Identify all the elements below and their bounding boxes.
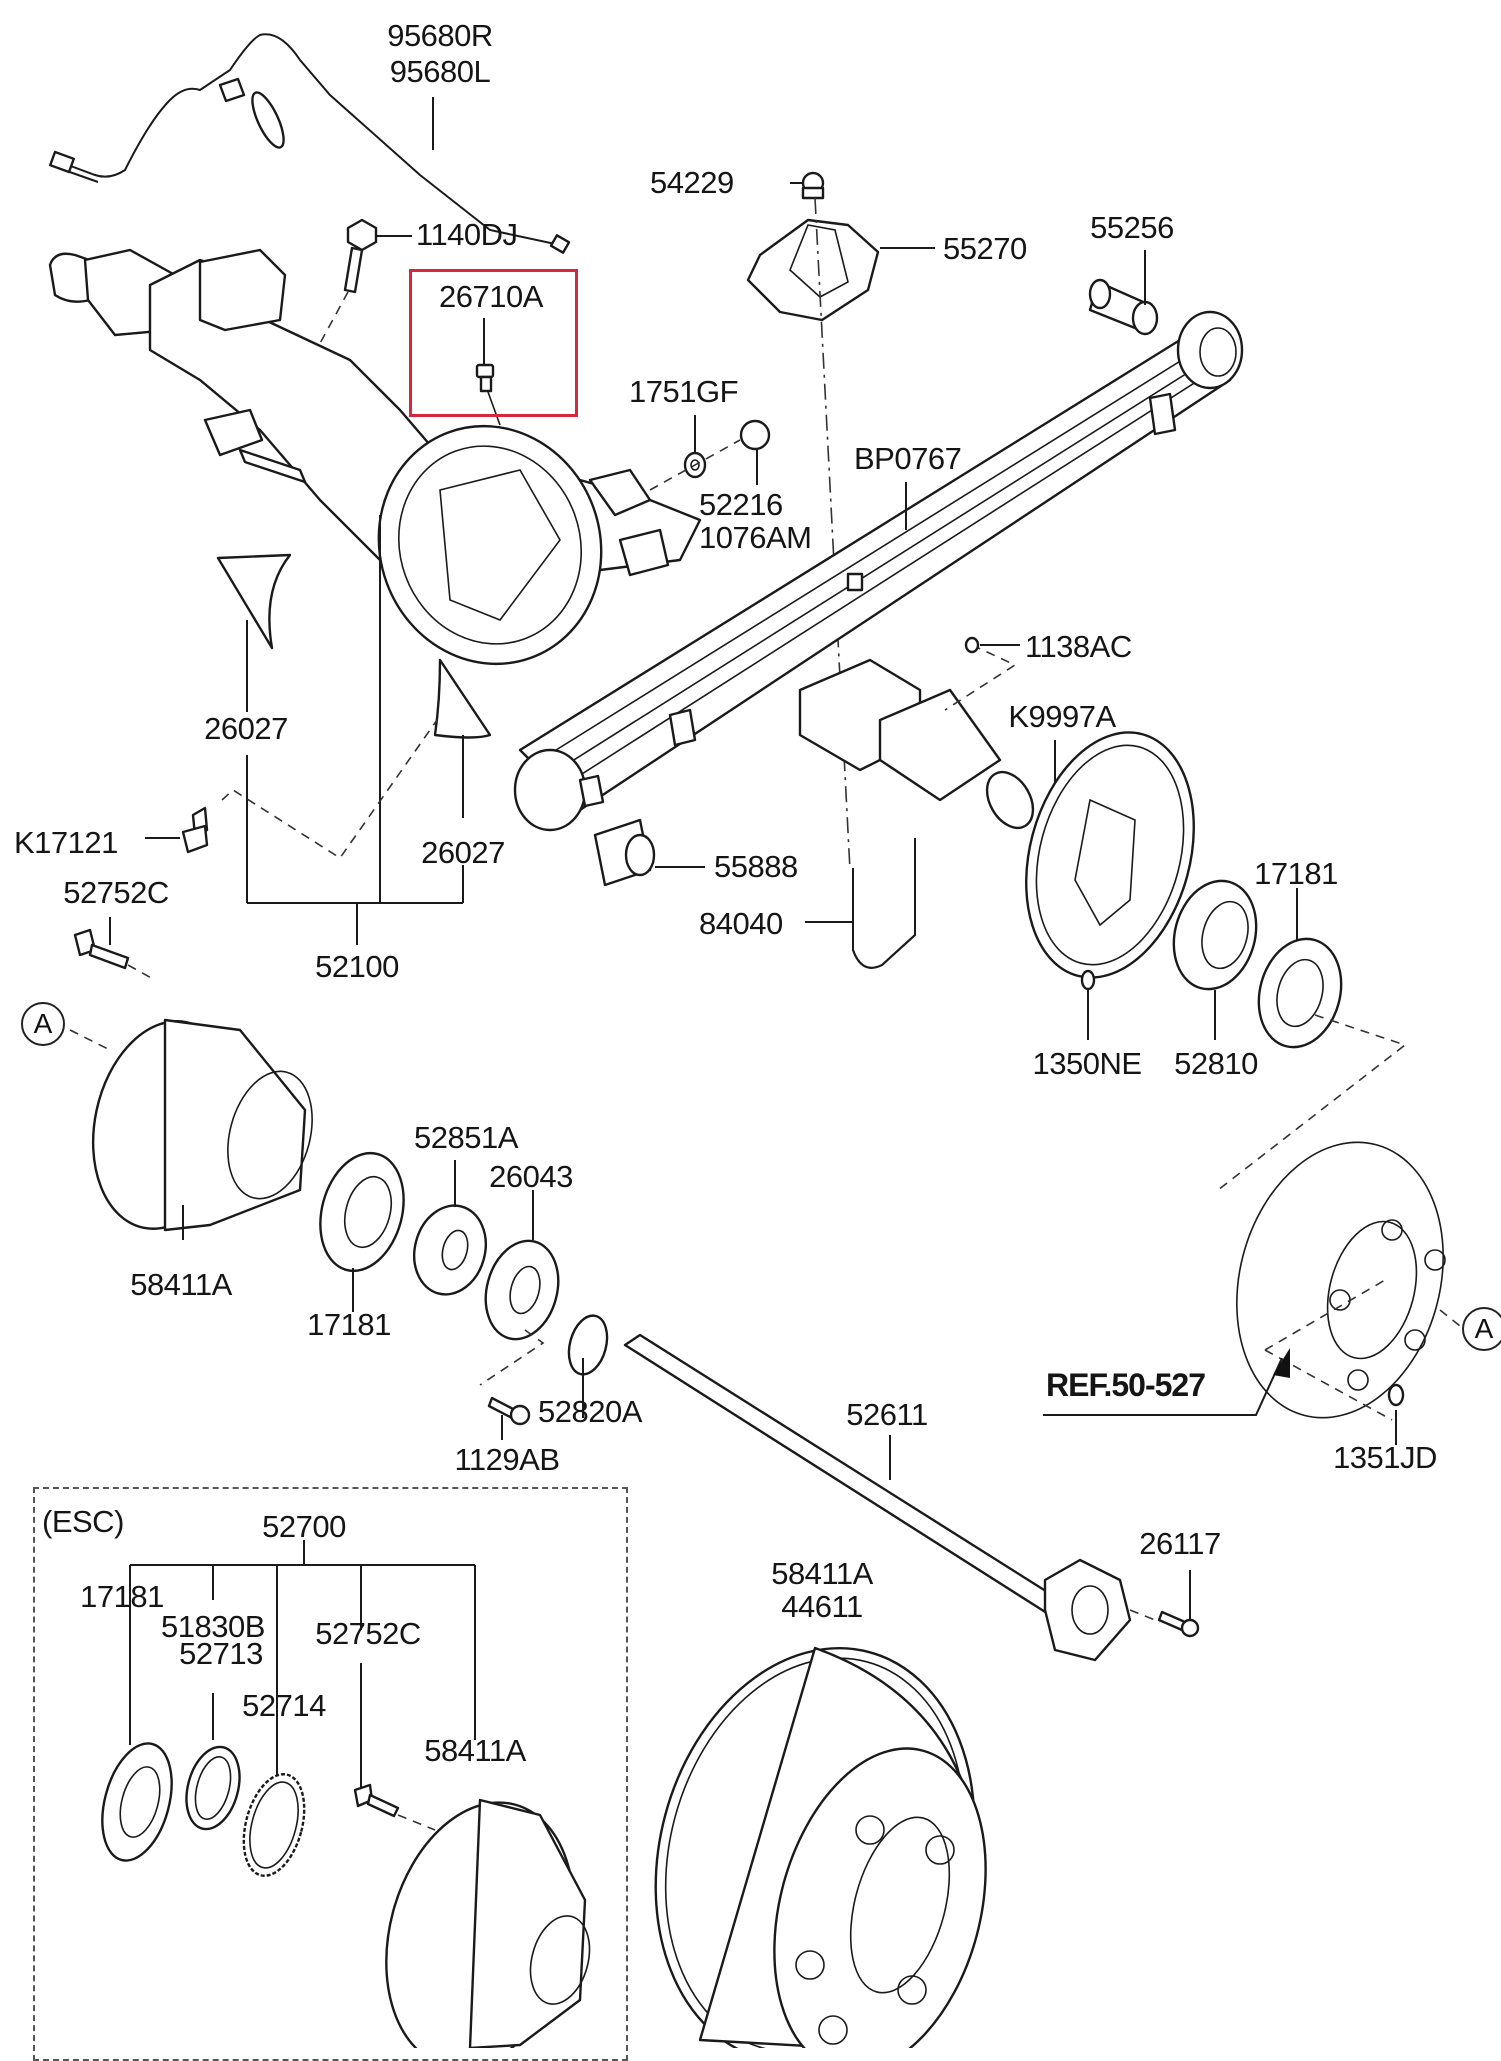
bearing-17181-right xyxy=(1217,888,1407,1191)
wedge-26027-lower xyxy=(433,658,492,739)
label-95680R: 95680R xyxy=(387,18,493,53)
label-K9997A: K9997A xyxy=(1008,699,1116,734)
axle-shaft-52611 xyxy=(623,1333,1200,1662)
label-26027-lower: 26027 xyxy=(421,835,505,870)
reference-marker-a-left: A xyxy=(21,1002,65,1046)
leaf-spring-BP0767 xyxy=(513,310,1244,832)
breather-26710A xyxy=(475,318,501,426)
bolt-1129AB xyxy=(487,1396,531,1440)
label-52820A: 52820A xyxy=(538,1394,642,1429)
label-1129AB: 1129AB xyxy=(454,1442,560,1477)
esc-seal-51830B xyxy=(185,1745,241,1831)
bleeder-K17121 xyxy=(145,806,209,854)
reference-marker-a-right: A xyxy=(1462,1307,1501,1351)
label-44611: 44611 xyxy=(781,1589,863,1624)
bracket-52100 xyxy=(247,902,463,945)
label-1076AM: 1076AM xyxy=(699,520,812,555)
tone-ring-26043 xyxy=(479,1190,560,1386)
bolt-1140DJ xyxy=(299,218,412,381)
u-bolt-84040 xyxy=(805,838,916,969)
esc-bearing-17181 xyxy=(101,1742,173,1862)
label-17181-esc: 17181 xyxy=(80,1579,164,1614)
label-51830B: 51830B xyxy=(161,1609,265,1644)
label-52851A: 52851A xyxy=(414,1120,518,1155)
label-K17121: K17121 xyxy=(14,825,118,860)
wheel-speed-sensor-cable xyxy=(49,33,571,254)
wedge-26027-upper xyxy=(216,553,292,650)
oil-seal-52810 xyxy=(1172,879,1258,1040)
label-17181-right: 17181 xyxy=(1254,856,1338,891)
esc-bracket-tree xyxy=(129,1540,476,1790)
label-52752C: 52752C xyxy=(63,875,169,910)
label-52752C-esc: 52752C xyxy=(315,1616,421,1651)
axle-housing-52100 xyxy=(48,248,702,666)
label-ref-50-527: REF.50-527 xyxy=(1046,1367,1206,1403)
seal-52820A xyxy=(567,1314,609,1418)
brake-backing-plate xyxy=(1025,731,1195,1040)
label-52216: 52216 xyxy=(699,487,783,522)
label-17181-left: 17181 xyxy=(307,1307,391,1342)
label-55256: 55256 xyxy=(1090,210,1174,245)
label-1351JD: 1351JD xyxy=(1333,1440,1437,1475)
label-52611: 52611 xyxy=(846,1397,928,1432)
label-1140DJ: 1140DJ xyxy=(416,217,518,252)
label-55888: 55888 xyxy=(714,849,798,884)
label-58411A-esc: 58411A xyxy=(424,1733,526,1768)
label-BP0767: BP0767 xyxy=(854,441,962,476)
label-52810: 52810 xyxy=(1174,1046,1258,1081)
highlight-box-26710A xyxy=(409,269,578,417)
esc-hub-bolt-52752C xyxy=(353,1783,436,1831)
label-esc-group: (ESC) xyxy=(42,1504,124,1539)
brake-drum-ref-50-527 xyxy=(1043,1141,1466,1445)
bushing-55256 xyxy=(1088,250,1159,336)
label-1751GF: 1751GF xyxy=(629,374,739,409)
retainer-52851A xyxy=(413,1160,487,1296)
bearing-17181-left xyxy=(319,1151,405,1312)
bushing-55888 xyxy=(593,818,705,887)
esc-tone-ring-52714 xyxy=(242,1773,306,1877)
label-26043: 26043 xyxy=(489,1159,573,1194)
bump-stopper-55270 xyxy=(746,171,935,322)
label-52714: 52714 xyxy=(242,1688,326,1723)
label-58411A-drum: 58411A xyxy=(771,1556,873,1591)
label-52713: 52713 xyxy=(179,1636,263,1671)
label-1350NE: 1350NE xyxy=(1032,1046,1142,1081)
label-58411A: 58411A xyxy=(130,1267,232,1302)
label-54229: 54229 xyxy=(650,165,734,200)
brake-drum-58411A-44611 xyxy=(654,1646,987,2048)
label-26027-upper: 26027 xyxy=(204,711,288,746)
hub-58411A-left xyxy=(69,917,313,1240)
nut-washer-1751GF-52216 xyxy=(649,415,771,491)
label-95680L: 95680L xyxy=(389,54,491,89)
esc-group-box xyxy=(33,1487,628,2061)
label-52100: 52100 xyxy=(315,949,399,984)
label-1138AC: 1138AC xyxy=(1025,629,1132,664)
label-55270: 55270 xyxy=(943,231,1027,266)
label-26710A: 26710A xyxy=(439,279,543,314)
label-26117: 26117 xyxy=(1139,1526,1221,1561)
label-84040: 84040 xyxy=(699,906,783,941)
esc-hub-58411A xyxy=(385,1798,591,2048)
dashed-k17121 xyxy=(221,719,438,860)
label-52700: 52700 xyxy=(262,1509,346,1544)
